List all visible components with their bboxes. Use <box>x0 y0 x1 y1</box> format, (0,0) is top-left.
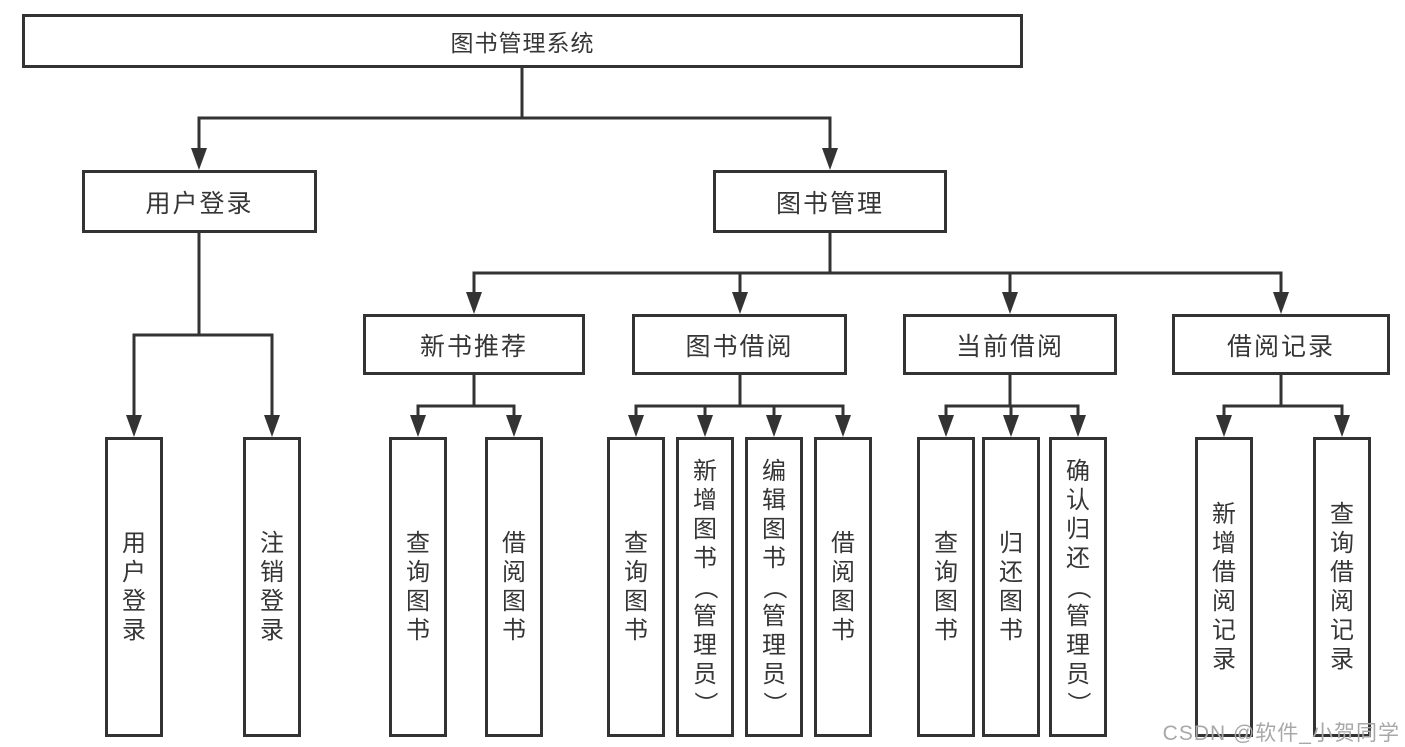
leaf-query-books: 查询图书 <box>917 437 975 737</box>
edge-borrow-records-split <box>1222 375 1344 422</box>
leaf-add-borrow-record: 新增借阅记录 <box>1195 437 1253 737</box>
leaf-query-books: 查询图书 <box>607 437 665 737</box>
edge-user-login-split <box>132 233 274 422</box>
arrow-icon <box>628 415 644 437</box>
arrow-icon <box>1216 415 1232 437</box>
leaf-logout: 注销登录 <box>243 437 301 737</box>
leaf-borrow-books: 借阅图书 <box>485 437 543 737</box>
leaf-borrow-books: 借阅图书 <box>814 437 872 737</box>
leaf-query-borrow-record: 查询借阅记录 <box>1313 437 1371 737</box>
node-book-borrow: 图书借阅 <box>632 314 847 375</box>
arrow-icon <box>835 415 851 437</box>
arrow-icon <box>1070 415 1086 437</box>
arrowheads <box>126 148 1350 437</box>
arrow-icon <box>410 415 426 437</box>
edge-book-borrow-split <box>634 375 845 422</box>
node-new-book-recommend: 新书推荐 <box>363 314 585 375</box>
leaf-edit-book-admin: 编辑图书（管理员） <box>745 437 803 737</box>
arrow-icon <box>264 415 280 437</box>
arrow-icon <box>697 415 713 437</box>
leaf-query-books: 查询图书 <box>389 437 447 737</box>
leaf-user-login: 用户登录 <box>105 437 163 737</box>
leaf-add-book-admin: 新增图书（管理员） <box>676 437 734 737</box>
edge-new-book-split <box>416 375 516 422</box>
arrow-icon <box>1273 292 1289 314</box>
leaf-return-book: 归还图书 <box>982 437 1040 737</box>
arrow-icon <box>1334 415 1350 437</box>
node-current-borrow: 当前借阅 <box>903 314 1117 375</box>
node-book-management: 图书管理 <box>713 170 947 233</box>
arrow-icon <box>506 415 522 437</box>
arrow-icon <box>126 415 142 437</box>
leaf-confirm-return-admin: 确认归还（管理员） <box>1049 437 1107 737</box>
node-user-login: 用户登录 <box>82 170 317 233</box>
arrow-icon <box>822 148 838 170</box>
arrow-icon <box>1002 292 1018 314</box>
arrow-icon <box>938 415 954 437</box>
edge-current-borrow-split <box>944 375 1080 422</box>
arrow-icon <box>732 292 748 314</box>
arrow-icon <box>466 292 482 314</box>
arrow-icon <box>766 415 782 437</box>
edge-book-mgmt-split <box>472 233 1283 299</box>
arrow-icon <box>1003 415 1019 437</box>
edge-root-split <box>197 68 832 155</box>
csdn-watermark: CSDN @软件_小贺同学 <box>1162 722 1400 745</box>
node-borrow-records: 借阅记录 <box>1172 314 1390 375</box>
node-root-system: 图书管理系统 <box>22 14 1023 68</box>
arrow-icon <box>191 148 207 170</box>
